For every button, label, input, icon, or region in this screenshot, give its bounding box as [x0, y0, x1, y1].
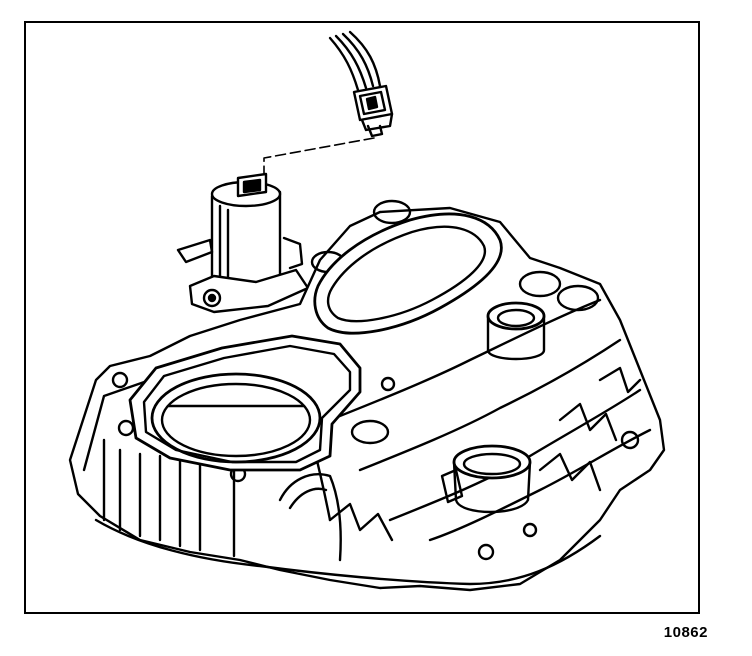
egr-port [486, 301, 546, 361]
figure-number: 10862 [663, 624, 708, 641]
sensor [210, 172, 282, 294]
mounting-bracket [176, 236, 310, 314]
fitting [440, 444, 532, 514]
connector [352, 84, 394, 138]
wiring-harness [328, 30, 382, 92]
plenum-opening [313, 212, 503, 335]
throttle-body-opening [150, 372, 322, 464]
figure-frame [24, 21, 700, 614]
leader-line [263, 137, 375, 179]
